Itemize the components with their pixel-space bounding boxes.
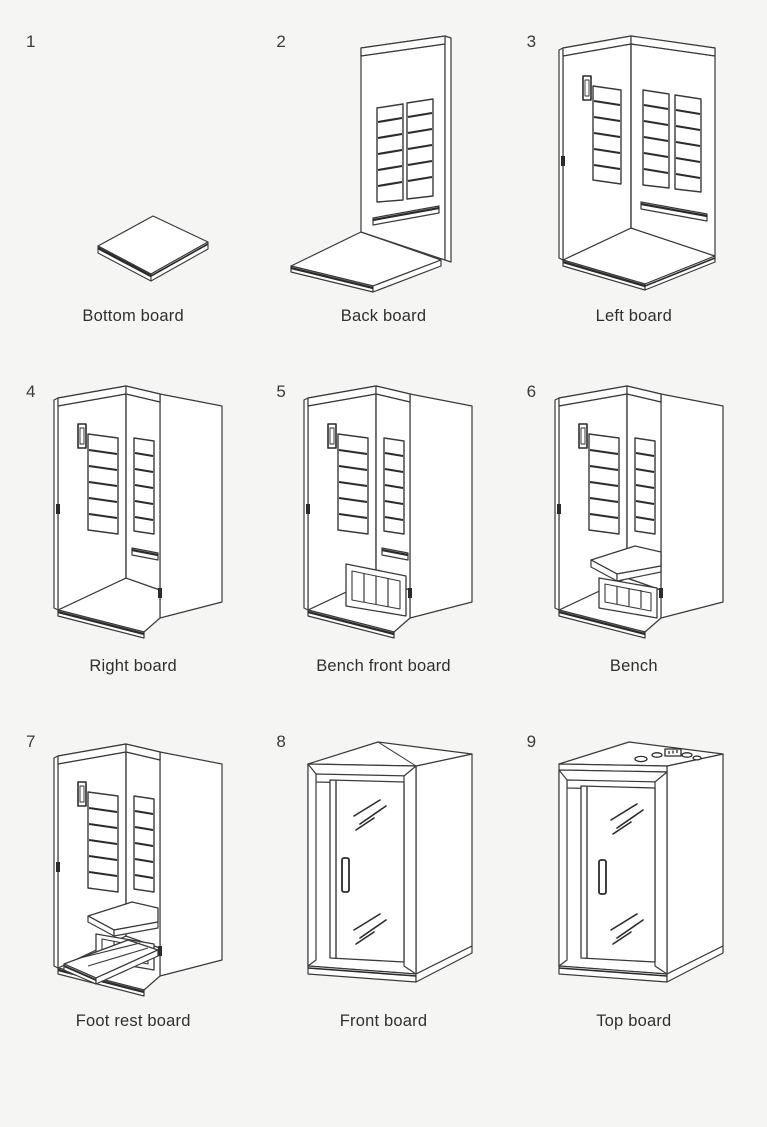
step-number-6: 6	[526, 382, 537, 401]
step-label-5: Bench front board	[316, 657, 451, 675]
step-card-9: 9	[509, 718, 759, 1083]
step-illustration-7	[8, 726, 258, 1010]
step-illustration-9	[509, 726, 759, 1010]
step-illustration-4	[8, 376, 258, 644]
step-illustration-8	[258, 726, 508, 1010]
step-number-8: 8	[276, 732, 287, 751]
step-illustration-5	[258, 376, 508, 644]
step-illustration-1	[8, 26, 258, 294]
step-card-1: 1 Bottom board	[8, 18, 258, 368]
step-card-2: 2	[258, 18, 508, 368]
step-number-3: 3	[526, 32, 537, 51]
step-label-4: Right board	[89, 657, 177, 675]
step-number-4: 4	[26, 382, 36, 401]
step-card-8: 8	[258, 718, 508, 1083]
step-label-8: Front board	[339, 1012, 428, 1030]
step-label-6: Bench	[609, 657, 658, 675]
step-number-2: 2	[276, 32, 287, 51]
step-number-9: 9	[526, 732, 537, 751]
step-label-1: Bottom board	[82, 307, 184, 325]
step-card-6: 6	[509, 368, 759, 718]
step-number-5: 5	[276, 382, 287, 401]
step-label-2: Back board	[340, 307, 427, 325]
step-card-7: 7	[8, 718, 258, 1083]
step-card-4: 4	[8, 368, 258, 718]
step-label-9: Top board	[596, 1012, 672, 1030]
step-number-7: 7	[26, 732, 36, 751]
step-card-3: 3	[509, 18, 759, 368]
step-illustration-6	[509, 376, 759, 644]
step-illustration-2	[258, 26, 508, 294]
step-illustration-3	[509, 26, 759, 294]
step-label-3: Left board	[595, 307, 672, 325]
step-label-7: Foot rest board	[75, 1012, 191, 1030]
step-number-1: 1	[26, 32, 36, 51]
step-card-5: 5	[258, 368, 508, 718]
